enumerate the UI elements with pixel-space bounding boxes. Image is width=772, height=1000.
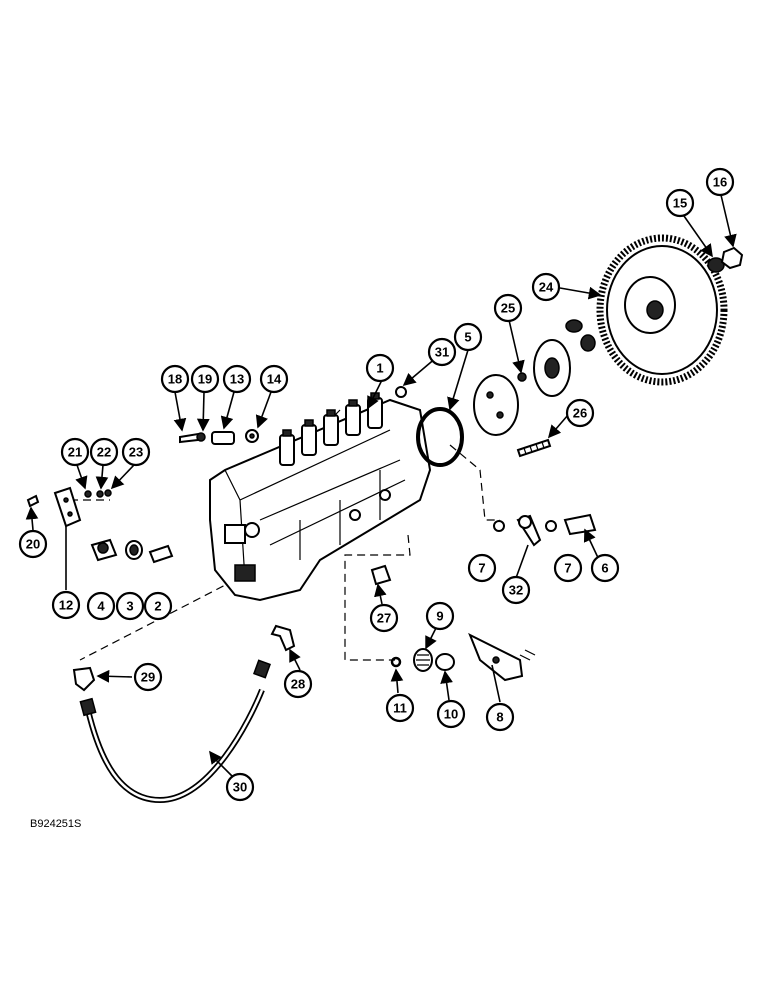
- svg-text:16: 16: [713, 175, 727, 190]
- injection-pump-body: [209, 392, 432, 602]
- callout-8: 8: [485, 702, 515, 732]
- callout-3: 3: [115, 591, 145, 621]
- callout-29: 29: [133, 662, 163, 692]
- callout-11: 11: [385, 693, 415, 723]
- svg-text:20: 20: [26, 537, 40, 552]
- svg-text:7: 7: [478, 561, 485, 576]
- figure-reference-code: B924251S: [30, 818, 82, 830]
- svg-text:21: 21: [68, 445, 82, 460]
- callout-18: 18: [160, 364, 190, 394]
- fitting-parts-right: [493, 513, 597, 547]
- svg-text:1: 1: [376, 361, 383, 376]
- svg-text:30: 30: [233, 780, 247, 795]
- drive-gear: [596, 234, 728, 386]
- callout-13: 13: [222, 364, 252, 394]
- callout-31: 31: [427, 337, 457, 367]
- svg-text:28: 28: [291, 677, 305, 692]
- callout-25: 25: [493, 293, 523, 323]
- callout-20: 20: [18, 529, 48, 559]
- svg-text:32: 32: [509, 583, 523, 598]
- svg-text:2: 2: [154, 599, 161, 614]
- svg-text:11: 11: [393, 701, 407, 716]
- callout-5: 5: [453, 322, 483, 352]
- callout-32: 32: [501, 575, 531, 605]
- svg-text:3: 3: [126, 599, 133, 614]
- callout-9: 9: [425, 601, 455, 631]
- banjo-fitting-parts: [179, 429, 259, 445]
- callout-23: 23: [121, 437, 151, 467]
- callout-14: 14: [259, 364, 289, 394]
- callout-10: 10: [436, 699, 466, 729]
- callout-27: 27: [369, 603, 399, 633]
- svg-text:27: 27: [377, 611, 391, 626]
- svg-text:19: 19: [198, 372, 212, 387]
- fitting-parts-2-3-4: [90, 538, 174, 564]
- callout-15: 15: [665, 188, 695, 218]
- svg-text:29: 29: [141, 670, 155, 685]
- o-ring-large: [416, 407, 464, 467]
- svg-text:18: 18: [168, 372, 182, 387]
- callout-28: 28: [283, 669, 313, 699]
- svg-text:13: 13: [230, 372, 244, 387]
- bracket-parts: [26, 486, 112, 528]
- callout-21: 21: [60, 437, 90, 467]
- svg-text:26: 26: [573, 406, 587, 421]
- svg-text:9: 9: [436, 609, 443, 624]
- gear-hub-parts: [473, 319, 596, 436]
- washer-25: [517, 372, 527, 382]
- callout-30: 30: [225, 772, 255, 802]
- svg-text:14: 14: [267, 372, 282, 387]
- callout-7a: 7: [467, 553, 497, 583]
- callout-12: 12: [51, 590, 81, 620]
- callout-22: 22: [89, 437, 119, 467]
- leader-lines: [25, 194, 737, 777]
- callout-6: 6: [590, 553, 620, 583]
- svg-text:15: 15: [673, 196, 687, 211]
- lower-parts: [370, 564, 536, 682]
- svg-text:22: 22: [97, 445, 111, 460]
- svg-text:8: 8: [496, 710, 503, 725]
- washer-15: [707, 257, 725, 273]
- svg-text:23: 23: [129, 445, 143, 460]
- svg-text:25: 25: [501, 301, 515, 316]
- svg-text:7: 7: [564, 561, 571, 576]
- svg-text:5: 5: [464, 330, 471, 345]
- callout-1: 1: [365, 353, 395, 383]
- callout-26: 26: [565, 398, 595, 428]
- svg-text:12: 12: [59, 598, 73, 613]
- stud: [516, 438, 552, 458]
- svg-text:31: 31: [435, 345, 449, 360]
- callout-7b: 7: [553, 553, 583, 583]
- svg-text:4: 4: [97, 599, 105, 614]
- callout-2: 2: [143, 591, 173, 621]
- fuel-line-parts: [72, 624, 296, 804]
- callout-4: 4: [86, 591, 116, 621]
- callout-24: 24: [531, 272, 561, 302]
- callout-19: 19: [190, 364, 220, 394]
- svg-text:10: 10: [444, 707, 458, 722]
- nut-16: [720, 246, 744, 270]
- callout-16: 16: [705, 167, 735, 197]
- svg-text:6: 6: [601, 561, 608, 576]
- svg-text:24: 24: [539, 280, 554, 295]
- o-ring-small: [395, 386, 407, 398]
